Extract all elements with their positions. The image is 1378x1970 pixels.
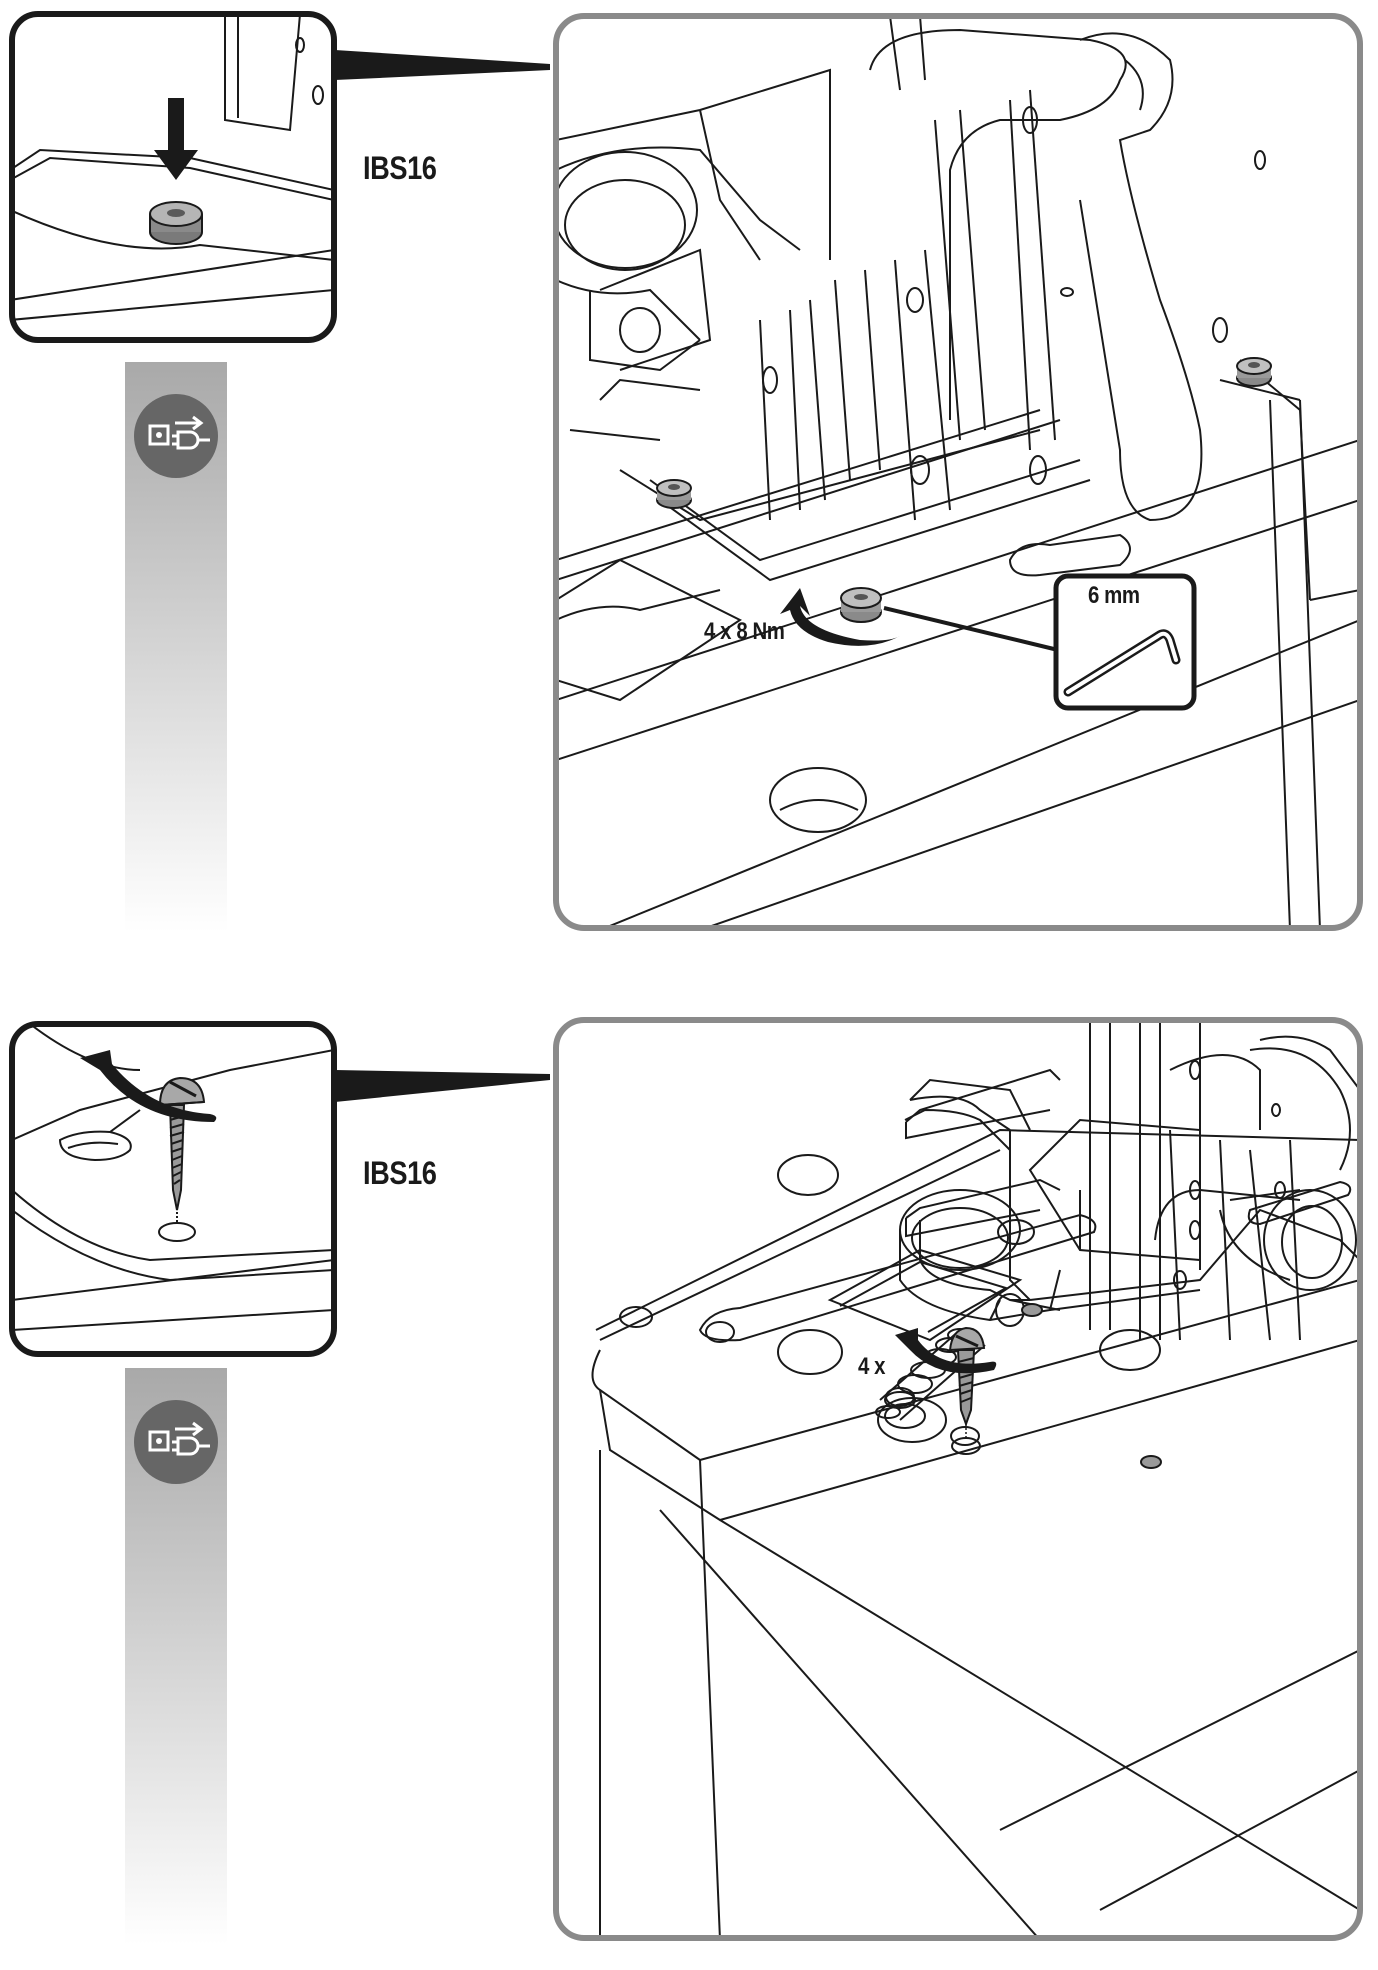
leader-line	[883, 606, 1059, 652]
unplug-power-icon	[134, 1400, 218, 1484]
model-label: IBS16	[363, 1155, 437, 1191]
step-2-illustration	[9, 1017, 1363, 1945]
callout-pointer	[335, 1070, 550, 1102]
arrow-down-icon	[154, 98, 198, 180]
step-2-panel: IBS16 4 x	[0, 1010, 1378, 1970]
count-label: 4 x	[858, 1353, 886, 1380]
inset-detail	[9, 11, 337, 343]
tool-size-label: 6 mm	[1088, 582, 1140, 609]
step-1-panel: IBS16 4 x 8 Nm 6 mm	[0, 0, 1378, 960]
screw-icon	[840, 587, 882, 623]
screw-icon	[158, 1076, 206, 1211]
callout-pointer	[335, 50, 550, 80]
inset-detail	[9, 1021, 337, 1357]
screw-icon	[656, 479, 692, 509]
main-view	[553, 13, 1363, 931]
screw-icon	[1236, 357, 1272, 387]
model-label: IBS16	[363, 150, 437, 186]
unplug-power-icon	[134, 394, 218, 478]
rotate-arrow-icon	[780, 588, 900, 646]
torque-label: 4 x 8 Nm	[704, 618, 785, 645]
rotate-arrow-icon	[895, 1328, 997, 1374]
rotate-arrow-icon	[80, 1050, 217, 1122]
main-view	[553, 1017, 1363, 1941]
step-1-illustration	[9, 11, 1363, 932]
screw-icon	[1021, 1303, 1162, 1469]
tool-callout	[1053, 573, 1197, 711]
screw-icon	[149, 201, 203, 245]
